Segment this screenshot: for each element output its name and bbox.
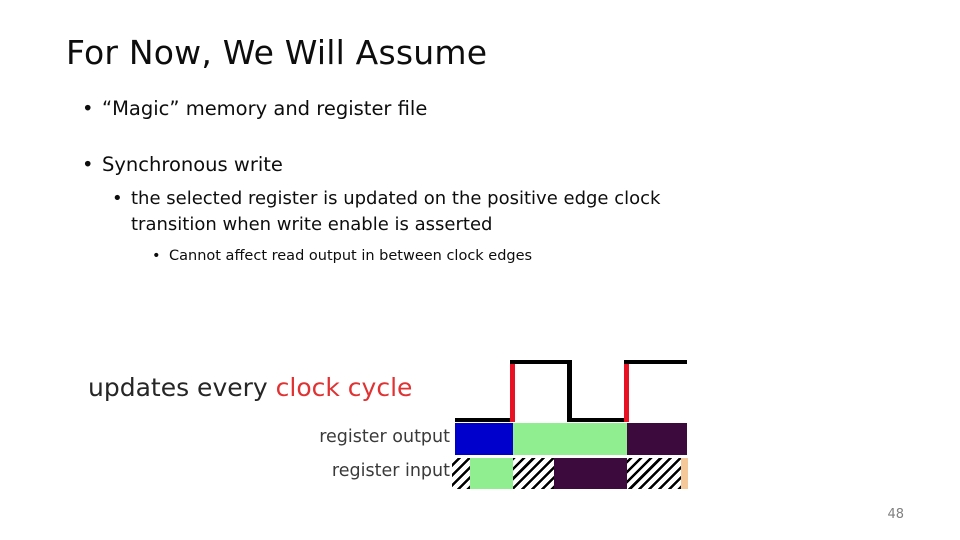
clock-low-segment-2 [567, 418, 629, 422]
bullet-spacer [0, 122, 960, 152]
register-output-label: register output [319, 427, 450, 447]
clock-high-segment-2 [624, 360, 687, 364]
bullet-text: Cannot affect read output in between clo… [169, 248, 533, 264]
bullet-level2-selected-register: • the selected register is updated on th… [112, 186, 731, 238]
bullet-marker-icon: • [152, 248, 161, 264]
bullet-spacer [0, 238, 960, 246]
output-segment-purple [627, 423, 687, 455]
input-segment-hatch-1 [452, 458, 470, 489]
bullet-text: “Magic” memory and register file [102, 97, 428, 120]
diagram-caption: updates every clock cycle [88, 372, 412, 404]
bullet-marker-icon: • [82, 153, 94, 176]
bullet-text: the selected register is updated on the … [131, 188, 661, 235]
page-title: For Now, We Will Assume [66, 33, 488, 72]
output-segment-green [513, 423, 627, 455]
register-input-bar [0, 458, 960, 489]
bullet-marker-icon: • [82, 97, 94, 120]
bullet-level1-magic-memory: • “Magic” memory and register file [82, 96, 960, 122]
clock-high-segment-1 [510, 360, 572, 364]
clock-rising-edge-2 [624, 360, 629, 422]
input-segment-peach [681, 458, 688, 489]
clock-falling-edge-1 [567, 360, 572, 422]
input-segment-hatch-2 [513, 458, 554, 489]
input-segment-purple [554, 458, 627, 489]
output-segment-blue [455, 423, 513, 455]
bullet-level1-synchronous-write: • Synchronous write [82, 152, 960, 178]
caption-text-dark: updates every [88, 373, 276, 402]
clock-low-segment-1 [455, 418, 515, 422]
bullet-level3-cannot-affect-read: • Cannot affect read output in between c… [152, 246, 960, 267]
input-segment-hatch-3 [627, 458, 681, 489]
register-output-bar [0, 423, 960, 455]
bullet-text: Synchronous write [102, 153, 283, 176]
page-number: 48 [887, 507, 904, 522]
clock-rising-edge-1 [510, 360, 515, 422]
slide-body: • “Magic” memory and register file • Syn… [0, 96, 960, 267]
register-input-label: register input [331, 461, 450, 481]
bullet-spacer [0, 178, 960, 186]
caption-text-red: clock cycle [275, 373, 413, 402]
input-segment-green [470, 458, 513, 489]
bullet-marker-icon: • [112, 188, 123, 209]
